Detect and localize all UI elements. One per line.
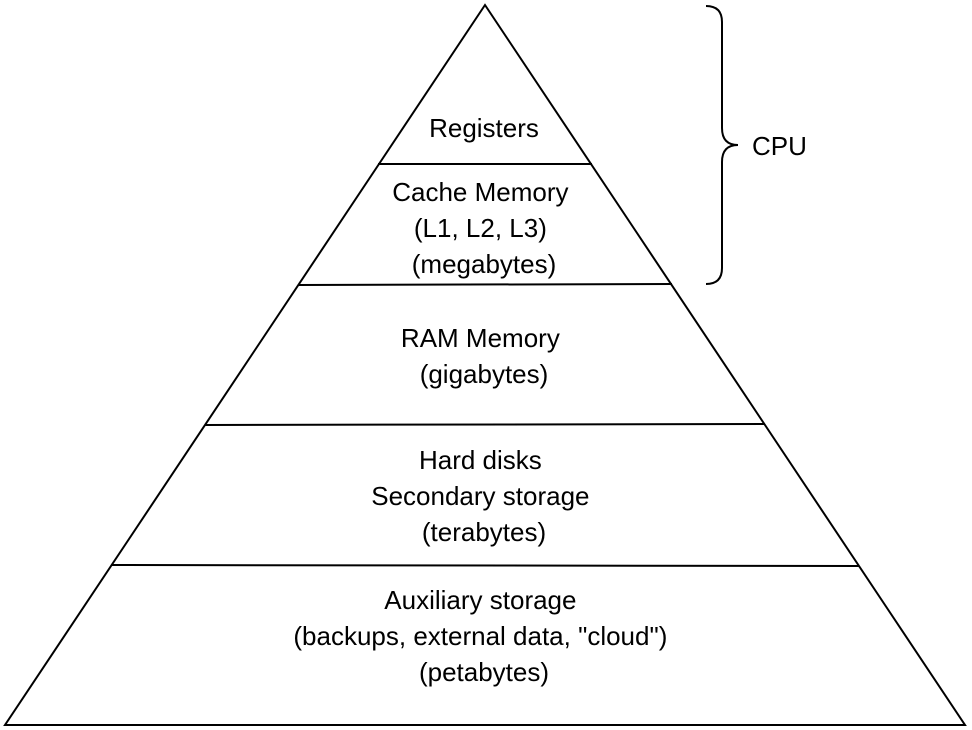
- level-cache-line-2: (L1, L2, L3): [414, 213, 547, 243]
- level-harddisks-label: Hard disks Secondary storage (terabytes): [371, 445, 596, 547]
- level-ram-label: RAM Memory (gigabytes): [401, 323, 567, 389]
- divider-cache-ram: [297, 283, 673, 286]
- level-cache-line-3: (megabytes): [412, 249, 557, 279]
- level-registers-label: Registers: [429, 113, 539, 143]
- level-registers-line-1: Registers: [429, 113, 539, 143]
- level-harddisks-line-3: (terabytes): [422, 517, 546, 547]
- level-harddisks-line-2: Secondary storage: [371, 481, 589, 511]
- level-ram-line-2: (gigabytes): [420, 359, 549, 389]
- divider-harddisks-auxiliary: [110, 564, 860, 567]
- level-harddisks-line-1: Hard disks: [419, 445, 542, 475]
- level-auxiliary-line-3: (petabytes): [419, 657, 549, 687]
- cpu-curly-brace: [705, 5, 739, 285]
- level-auxiliary-line-1: Auxiliary storage: [384, 585, 576, 615]
- level-auxiliary-label: Auxiliary storage (backups, external dat…: [293, 585, 674, 687]
- level-cache-label: Cache Memory (L1, L2, L3) (megabytes): [392, 177, 576, 279]
- cpu-label: CPU: [752, 131, 807, 161]
- level-auxiliary-line-2: (backups, external data, "cloud"): [293, 621, 667, 651]
- pyramid-outline: [3, 3, 967, 726]
- divider-ram-harddisks: [204, 423, 766, 426]
- level-cache-line-1: Cache Memory: [392, 177, 568, 207]
- level-ram-line-1: RAM Memory: [401, 323, 560, 353]
